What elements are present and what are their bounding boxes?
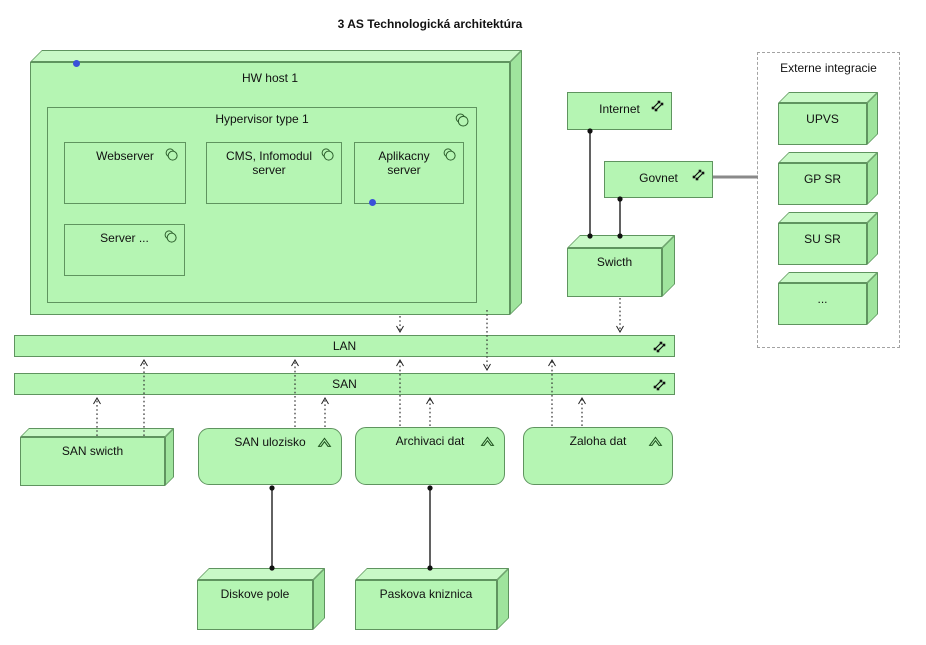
gp-sr-top-face [778, 152, 878, 163]
system-software-icon [443, 148, 457, 162]
node-su-sr[interactable]: SU SR [778, 212, 878, 265]
network-icon [691, 169, 705, 181]
san-switch-front: SAN swicth [20, 437, 165, 486]
zaloha-dat-label: Zaloha dat [569, 434, 627, 448]
switch-side-face [662, 235, 675, 297]
hw-host-front: HW host 1 Hypervisor type 1 Webserver [30, 62, 510, 315]
aplikacny-label: Aplikacny server [378, 149, 430, 177]
node-hypervisor[interactable]: Hypervisor type 1 Webserver [47, 107, 477, 303]
lan-label: LAN [332, 339, 357, 353]
node-hw-host[interactable]: HW host 1 Hypervisor type 1 Webserver [30, 50, 522, 315]
selection-dot[interactable] [73, 60, 80, 67]
internet-label: Internet [599, 102, 640, 116]
su-sr-top-face [778, 212, 878, 223]
upvs-front: UPVS [778, 103, 867, 145]
selection-dot[interactable] [369, 199, 376, 206]
network-icon [652, 341, 666, 353]
diskove-side-face [313, 568, 325, 630]
node-cms-infomodul-server[interactable]: CMS, Infomodul server [206, 142, 342, 204]
switch-front: Swicth [567, 248, 662, 297]
hypervisor-label: Hypervisor type 1 [215, 112, 309, 126]
gp-sr-side-face [867, 152, 878, 205]
san-switch-top-face [20, 428, 174, 437]
node-paskova-kniznica[interactable]: Paskova kniznica [355, 568, 509, 630]
su-sr-side-face [867, 212, 878, 265]
node-server-etc[interactable]: Server ... [64, 224, 185, 276]
govnet-label: Govnet [639, 171, 678, 185]
archivaci-dat-label: Archivaci dat [395, 434, 465, 448]
node-aplikacny-server[interactable]: Aplikacny server [354, 142, 464, 204]
network-icon [652, 379, 666, 391]
service-chevron-icon [317, 435, 332, 448]
diskove-pole-label: Diskove pole [220, 587, 290, 601]
node-san-switch[interactable]: SAN swicth [20, 428, 174, 486]
paskova-side-face [497, 568, 509, 630]
service-chevron-icon [648, 434, 663, 447]
cms-label: CMS, Infomodul server [225, 149, 313, 177]
service-chevron-icon [480, 434, 495, 447]
system-software-icon [455, 113, 470, 128]
san-ulozisko-label: SAN ulozisko [234, 435, 306, 449]
san-label: SAN [332, 377, 357, 391]
su-sr-front: SU SR [778, 223, 867, 265]
upvs-label: UPVS [806, 112, 839, 126]
node-webserver[interactable]: Webserver [64, 142, 186, 204]
webserver-label: Webserver [96, 149, 154, 163]
diagram-title: 3 AS Technologická architektúra [337, 17, 523, 31]
node-diskove-pole[interactable]: Diskove pole [197, 568, 325, 630]
ellipsis-front: ... [778, 283, 867, 325]
switch-label: Swicth [596, 255, 633, 269]
node-switch[interactable]: Swicth [567, 235, 675, 297]
node-archivaci-dat[interactable]: Archivaci dat [355, 427, 505, 485]
node-zaloha-dat[interactable]: Zaloha dat [523, 427, 673, 485]
bus-lan[interactable]: LAN [14, 335, 675, 357]
upvs-side-face [867, 92, 878, 145]
ellipsis-side-face [867, 272, 878, 325]
node-ellipsis[interactable]: ... [778, 272, 878, 325]
switch-top-face [567, 235, 675, 248]
externe-title: Externe integracie [780, 61, 877, 75]
san-switch-label: SAN swicth [61, 444, 124, 458]
ellipsis-top-face [778, 272, 878, 283]
upvs-top-face [778, 92, 878, 103]
su-sr-label: SU SR [804, 232, 841, 246]
ellipsis-label: ... [817, 292, 828, 306]
diskove-front: Diskove pole [197, 580, 313, 630]
system-software-icon [165, 148, 179, 162]
node-govnet[interactable]: Govnet [604, 161, 713, 198]
san-switch-side-face [165, 428, 174, 486]
bus-san[interactable]: SAN [14, 373, 675, 395]
system-software-icon [164, 230, 178, 244]
system-software-icon [321, 148, 335, 162]
network-icon [650, 100, 664, 112]
hw-host-side-face [510, 50, 522, 315]
gp-sr-front: GP SR [778, 163, 867, 205]
node-gp-sr[interactable]: GP SR [778, 152, 878, 205]
server-etc-label: Server ... [100, 231, 149, 245]
paskova-top-face [355, 568, 509, 580]
paskova-front: Paskova kniznica [355, 580, 497, 630]
gp-sr-label: GP SR [803, 172, 842, 186]
hw-host-label: HW host 1 [241, 71, 298, 85]
paskova-kniznica-label: Paskova kniznica [379, 587, 473, 601]
diskove-top-face [197, 568, 325, 580]
node-san-ulozisko[interactable]: SAN ulozisko [198, 428, 342, 485]
hw-host-top-face [30, 50, 522, 62]
node-upvs[interactable]: UPVS [778, 92, 878, 145]
node-internet[interactable]: Internet [567, 92, 672, 130]
